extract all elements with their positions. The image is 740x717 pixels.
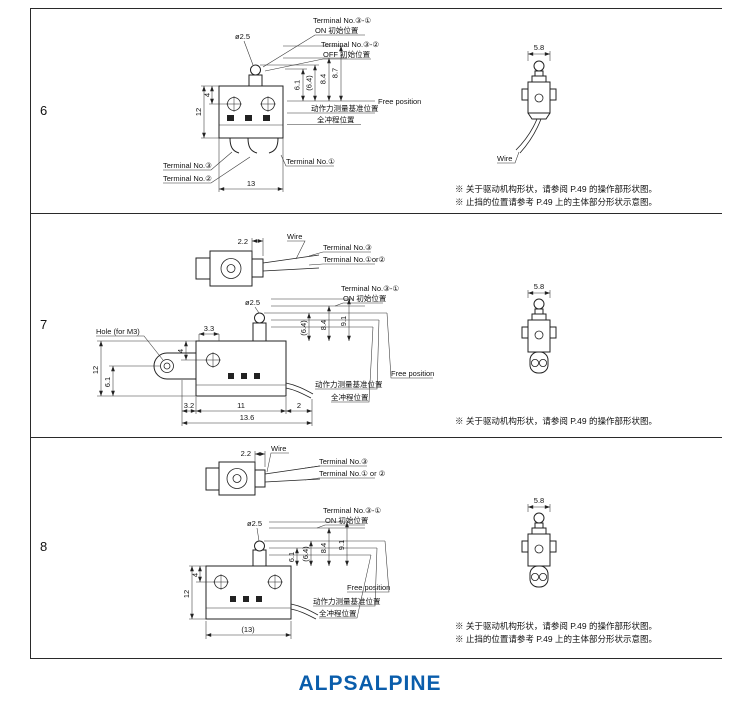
dim-8-7: 8.7 <box>331 68 340 78</box>
terminal-2-callout: Terminal No.② <box>163 174 212 183</box>
full-stroke-label: 全冲程位置 <box>319 608 357 618</box>
plunger-diameter-label: ø2.5 <box>247 519 262 528</box>
operating-force-ref-label: 动作力测量基准位置 <box>311 103 379 113</box>
dim-9-1: 9.1 <box>337 540 346 550</box>
note-actuator-shape: ※ 关于驱动机构形状，请参阅 P.49 的操作部形状图。 <box>455 621 657 631</box>
technical-drawing-row-8: 2.2 Wire Terminal No.③ Terminal No.① or … <box>182 444 557 639</box>
dim-8-4: 8.4 <box>319 74 328 84</box>
wire-width-dim: 2.2 <box>241 449 251 458</box>
row-number: 7 <box>40 317 48 332</box>
note-stopper-position: ※ 止挡的位置请参考 P.49 上的主体部分形状示意图。 <box>455 634 657 644</box>
full-stroke-label: 全冲程位置 <box>331 392 369 402</box>
wire-label: Wire <box>287 232 302 241</box>
drawing-row-7: 7 2.2 <box>31 214 722 438</box>
note-actuator-shape: ※ 关于驱动机构形状，请参阅 P.49 的操作部形状图。 <box>455 184 657 194</box>
terminal-1-2-callout: Terminal No.① or ② <box>319 469 386 478</box>
terminal-1-2-callout: Terminal No.①or② <box>323 255 385 264</box>
wire-label: Wire <box>271 444 286 453</box>
alps-alpine-logo: ALPSALPINE <box>298 672 442 695</box>
dim-4: 4 <box>203 93 212 97</box>
dim-3-2: 3.2 <box>184 401 194 410</box>
free-position-label: Free position <box>391 369 434 378</box>
callouts: Hole (for M3) ø2.5 Terminal No.③-① ON 初始… <box>96 284 434 403</box>
terminal-3-1-label: Terminal No.③-① <box>313 16 371 25</box>
notes: ※ 关于驱动机构形状，请参阅 P.49 的操作部形状图。 ※ 止挡的位置请参考 … <box>455 183 657 209</box>
wire-label: Wire <box>497 154 512 163</box>
terminal-3-2-label: Terminal No.③-② <box>321 40 379 49</box>
dim-13: (13) <box>241 625 255 634</box>
dim-12: 12 <box>182 590 191 598</box>
drawing-table: 6 <box>30 8 722 659</box>
drawing-row-8: 8 2.2 <box>31 438 722 659</box>
row-number: 8 <box>40 539 48 554</box>
dim-12: 12 <box>194 108 203 116</box>
front-view <box>205 540 319 620</box>
front-view <box>153 312 314 399</box>
dim-6-4: (6.4) <box>299 320 308 336</box>
notes: ※ 关于驱动机构形状，请参阅 P.49 的操作部形状图。 <box>455 415 657 428</box>
plunger-diameter-label: ø2.5 <box>245 298 260 307</box>
plunger-diameter-label: ø2.5 <box>235 32 250 41</box>
free-position-label: Free position <box>378 97 421 106</box>
dim-11: 11 <box>237 401 245 410</box>
front-view <box>218 64 284 154</box>
side-width-dim: 5.8 <box>534 282 544 291</box>
callouts: Terminal No.③-① ON 初始位置 Terminal No.③-② … <box>163 16 421 184</box>
side-width-dim: 5.8 <box>534 496 544 505</box>
dim-13-6: 13.6 <box>240 413 255 422</box>
terminal-3-callout: Terminal No.③ <box>319 457 368 466</box>
note-actuator-shape: ※ 关于驱动机构形状，请参阅 P.49 的操作部形状图。 <box>455 416 657 426</box>
terminal-3-1-label: Terminal No.③-① <box>323 506 381 515</box>
side-view: 5.8 Wire <box>497 43 557 164</box>
notes: ※ 关于驱动机构形状，请参阅 P.49 的操作部形状图。 ※ 止挡的位置请参考 … <box>455 620 657 646</box>
terminal-3-callout: Terminal No.③ <box>323 243 372 252</box>
dim-12: 12 <box>91 366 100 374</box>
drawing-row-6: 6 <box>31 9 722 214</box>
dimension-lines: 3.3 (6.4) 8.4 9.1 4 <box>91 298 387 426</box>
dimension-lines: 6.1 (6.4) 8.4 8.7 12 4 13 <box>194 45 375 192</box>
dim-3-3: 3.3 <box>204 324 214 333</box>
technical-drawing-row-6: 6.1 (6.4) 8.4 8.7 12 4 13 <box>163 16 557 192</box>
operating-force-ref-label: 动作力测量基准位置 <box>313 596 381 606</box>
dim-9-1: 9.1 <box>339 316 348 326</box>
terminal-3-callout: Terminal No.③ <box>163 161 212 170</box>
dim-4: 4 <box>176 349 185 353</box>
dim-6-4: (6.4) <box>305 75 314 91</box>
dim-13: 13 <box>247 179 255 188</box>
dim-6-1: 6.1 <box>287 552 296 562</box>
off-initial-position-label: OFF 初始位置 <box>323 49 371 59</box>
mounting-hole-label: Hole (for M3) <box>96 327 140 336</box>
callouts: ø2.5 Terminal No.③-① ON 初始位置 Free positi… <box>247 506 390 619</box>
operating-force-ref-label: 动作力测量基准位置 <box>315 379 383 389</box>
technical-drawing-row-7: 2.2 Wire Terminal No.③ Terminal No.①or② <box>91 232 557 426</box>
dim-6-4: (6.4) <box>301 546 310 562</box>
dim-2: 2 <box>297 401 301 410</box>
on-initial-position-label: ON 初始位置 <box>343 293 387 303</box>
dim-4: 4 <box>191 573 200 577</box>
side-view: 5.8 <box>521 282 557 374</box>
terminal-1-callout: Terminal No.① <box>286 157 335 166</box>
on-initial-position-label: ON 初始位置 <box>325 515 369 525</box>
side-width-dim: 5.8 <box>534 43 544 52</box>
dim-8-4: 8.4 <box>319 320 328 330</box>
dimension-lines: 6.1 (6.4) 8.4 9.1 12 4 (13) <box>182 521 385 639</box>
note-stopper-position: ※ 止挡的位置请参考 P.49 上的主体部分形状示意图。 <box>455 197 657 207</box>
wire-width-dim: 2.2 <box>238 237 248 246</box>
top-view: 2.2 Wire Terminal No.③ Terminal No.① or … <box>205 444 386 496</box>
dim-6-1: 6.1 <box>293 80 302 90</box>
free-position-label: Free position <box>347 583 390 592</box>
terminal-3-1-label: Terminal No.③-① <box>341 284 399 293</box>
full-stroke-label: 全冲程位置 <box>317 115 355 125</box>
dim-6-1: 6.1 <box>103 377 112 387</box>
on-initial-position-label: ON 初始位置 <box>315 25 359 35</box>
row-number: 6 <box>40 103 48 118</box>
top-view: 2.2 Wire Terminal No.③ Terminal No.①or② <box>195 232 385 287</box>
dim-8-4: 8.4 <box>319 543 328 553</box>
side-view: 5.8 <box>521 496 557 588</box>
